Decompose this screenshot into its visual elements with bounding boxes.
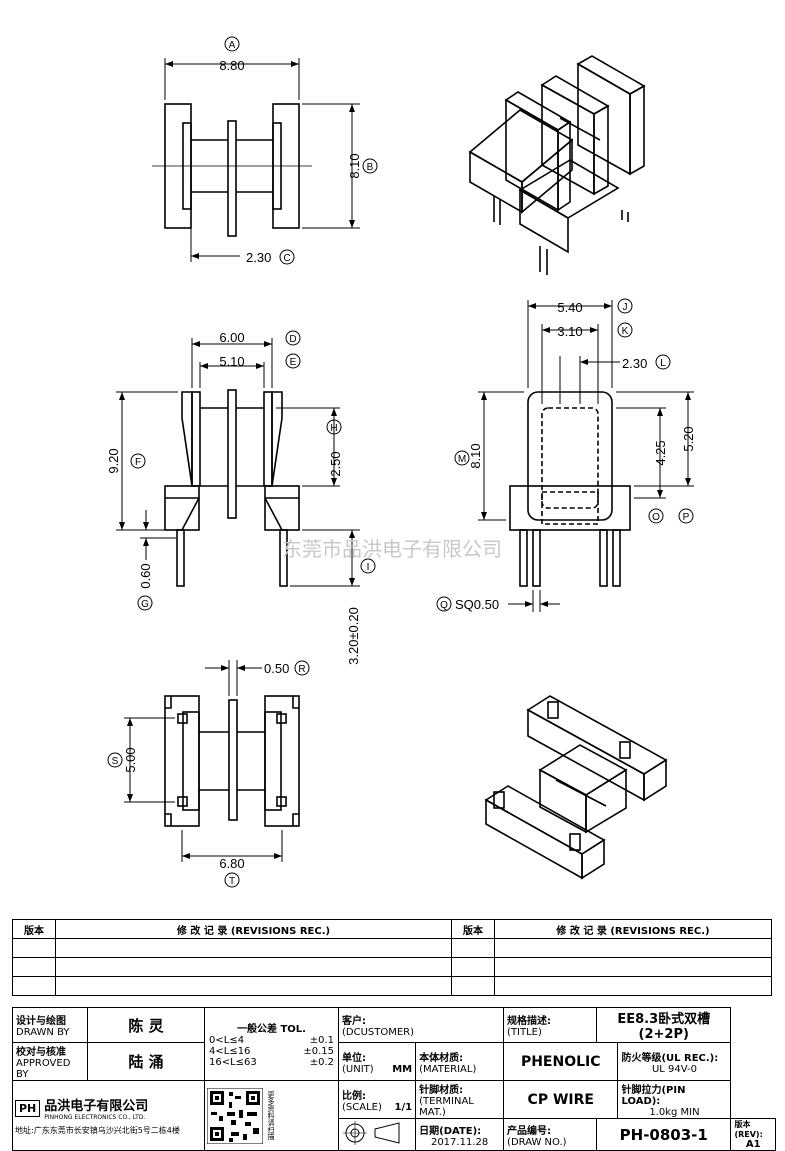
tag-i: I	[367, 562, 370, 573]
tag-o: O	[652, 512, 660, 523]
terminal-value: CP WIRE	[503, 1080, 619, 1119]
dim-front-height: 8.10	[468, 443, 483, 468]
tolerance-cell: 一般公差 TOL. 0<L≤4±0.1 4<L≤16±0.15 16<L≤63±…	[204, 1007, 339, 1081]
drawno-label: 产品编号:(DRAW NO.)	[503, 1118, 598, 1151]
material-label: 本体材质:(MATERIAL)	[415, 1042, 505, 1081]
tag-d: D	[289, 334, 296, 345]
checked-value: 陆 涌	[87, 1042, 205, 1081]
scale-cell: 比例:(SCALE)1/1	[337, 1080, 417, 1119]
tag-q: Q	[440, 600, 448, 611]
ul-cell: 防火等级(UL REC.):UL 94V-0	[617, 1042, 732, 1081]
tag-m: M	[458, 454, 466, 465]
dim-top-width: 8.80	[219, 58, 244, 73]
dim-side-winding-height: 2.50	[328, 451, 343, 476]
tag-t: T	[229, 876, 235, 887]
company-address: 地址:广东东莞市长安镇乌沙兴北街5号二栋4楼	[15, 1126, 180, 1135]
tag-f: F	[135, 457, 141, 468]
top-view	[152, 103, 312, 237]
tag-k: K	[622, 326, 629, 337]
tag-r: R	[298, 664, 305, 675]
dim-front-w1: 5.40	[557, 300, 582, 315]
isometric-view-bottom	[484, 695, 668, 880]
company-name-en: PINHONG ELECTRONICS CO., LTD.	[44, 1114, 146, 1121]
dim-side-total-height: 9.20	[106, 448, 121, 473]
tag-g: G	[141, 599, 149, 610]
spec-value: EE8.3卧式双槽(2+2P)	[596, 1007, 732, 1043]
dim-side-inner: 5.10	[219, 354, 244, 369]
engineering-drawing: A B C D E F G H I J K L M O P Q R S T 8.…	[106, 36, 696, 888]
revisions-table: 版本 修 改 记 录 (REVISIONS REC.) 版本 修 改 记 录 (…	[12, 919, 772, 996]
dim-side-pin-offset: 0.60	[138, 563, 153, 588]
dim-pin-square: SQ0.50	[455, 597, 499, 612]
unit-cell: 单位:(UNIT)MM	[337, 1042, 417, 1081]
tag-h: H	[330, 423, 337, 434]
dim-side-outer: 6.00	[219, 330, 244, 345]
dim-front-w3: 2.30	[622, 356, 647, 371]
projection-symbol-cell	[337, 1118, 417, 1151]
dim-front-h3: 5.20	[681, 426, 696, 451]
rev-col-version: 版本	[12, 919, 56, 939]
company-name-cn: 品洪电子有限公司	[44, 1099, 149, 1114]
customer-cell: 客户:(DCUSTOMER)	[337, 1007, 505, 1043]
rev-col-version-2: 版本	[451, 919, 495, 939]
dim-front-h2: 4.25	[653, 440, 668, 465]
company-cell: PH 品洪电子有限公司 PINHONG ELECTRONICS CO., LTD…	[12, 1080, 205, 1151]
tag-b: B	[367, 162, 374, 173]
company-logo: PH	[15, 1099, 41, 1117]
qr-code-icon	[207, 1087, 263, 1144]
watermark: 东莞市品洪电子有限公司	[282, 537, 502, 561]
tag-l: L	[660, 358, 666, 369]
tag-s: S	[112, 756, 119, 767]
tag-e: E	[290, 357, 297, 368]
projection-symbol-icon	[343, 1121, 400, 1145]
terminal-label: 针脚材质:(TERMINAL MAT.)	[415, 1080, 505, 1119]
rev-col-record: 修 改 记 录 (REVISIONS REC.)	[55, 919, 452, 939]
dim-bottom-width: 6.80	[219, 856, 244, 871]
spec-label: 规格描述:(TITLE)	[503, 1007, 598, 1043]
tag-c: C	[283, 253, 290, 264]
front-view	[509, 391, 631, 587]
tag-p: P	[683, 512, 690, 523]
qr-cell: 更多资料请扫描	[204, 1080, 339, 1151]
bottom-view	[164, 695, 300, 827]
dim-front-w2: 3.10	[557, 324, 582, 339]
qr-caption: 更多资料请扫描	[267, 1091, 275, 1140]
material-value: PHENOLIC	[503, 1042, 619, 1081]
rev-cell: 版本(REV):A1	[730, 1118, 776, 1151]
isometric-view-top	[468, 55, 646, 275]
dim-side-pin-length: 3.20±0.20	[346, 607, 361, 665]
dim-top-core: 2.30	[246, 250, 271, 265]
drawno-value: PH-0803-1	[596, 1118, 732, 1151]
designed-value: 陈 灵	[87, 1007, 205, 1043]
side-view	[164, 389, 300, 587]
date-cell: 日期(DATE):2017.11.28	[415, 1118, 505, 1151]
tag-j: J	[623, 302, 628, 313]
rev-col-record-2: 修 改 记 录 (REVISIONS REC.)	[494, 919, 772, 939]
tag-a: A	[229, 40, 236, 51]
pinload-cell: 针脚拉力(PIN LOAD):1.0kg MIN	[617, 1080, 732, 1119]
dim-bottom-slot: 0.50	[264, 661, 289, 676]
dim-bottom-height: 5.00	[123, 747, 138, 772]
dim-top-height: 8.10	[347, 153, 362, 178]
